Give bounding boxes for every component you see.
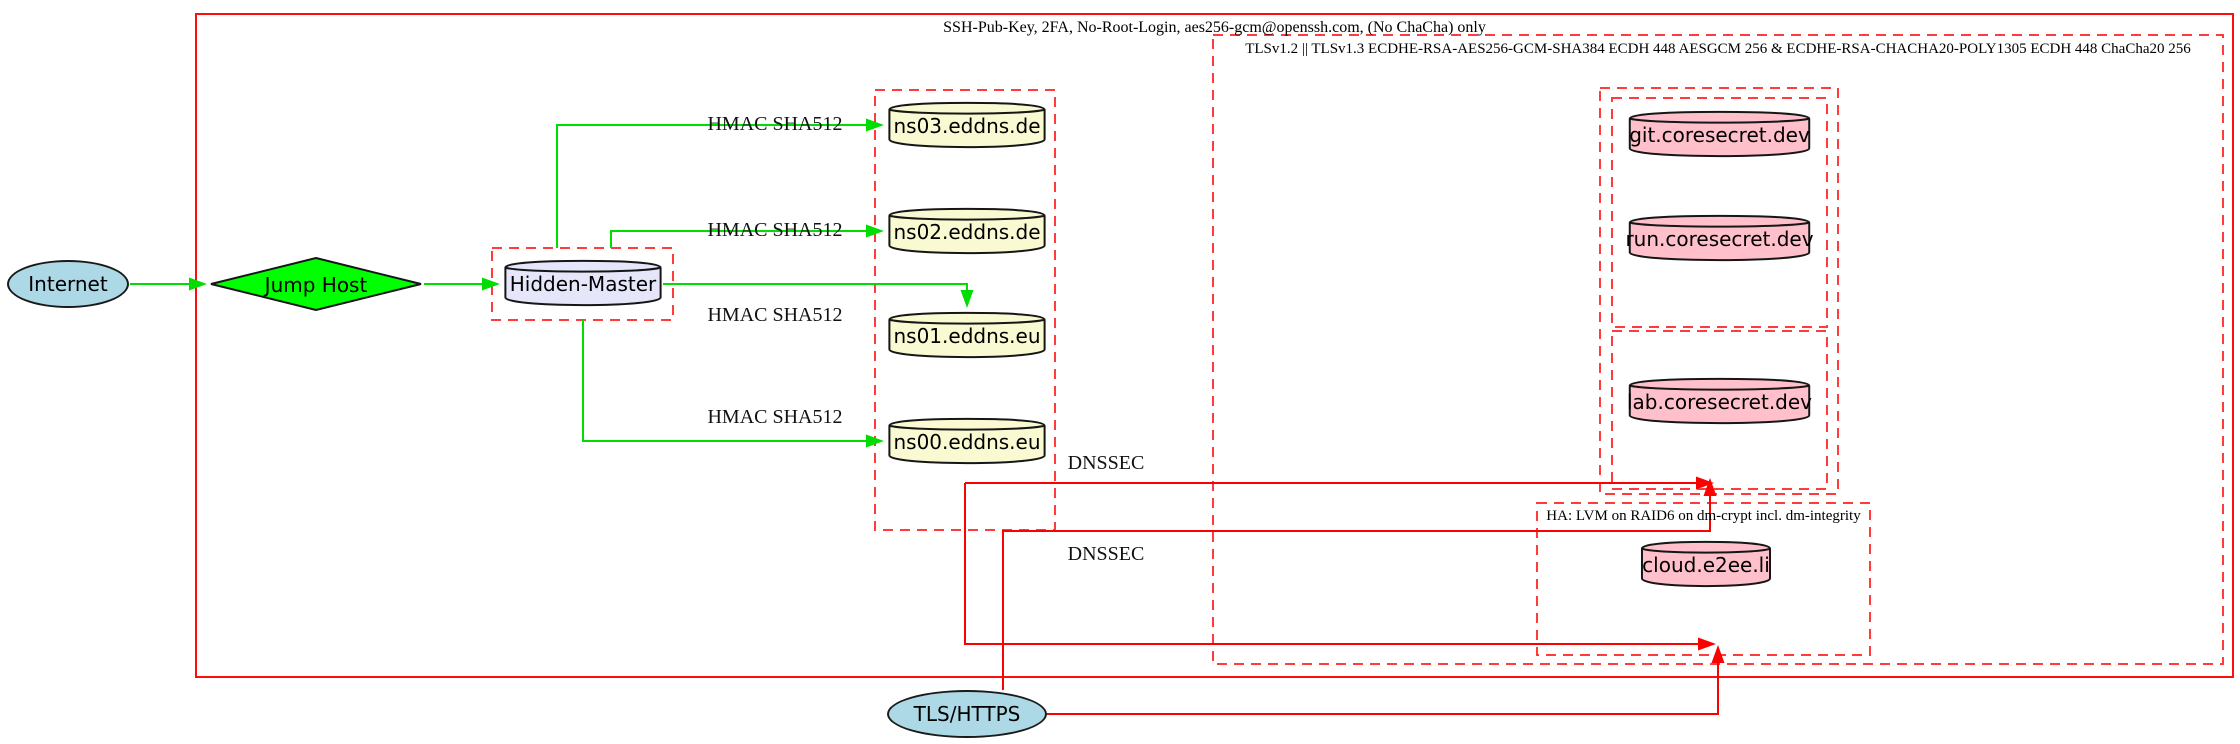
node-cloud: cloud.e2ee.li: [1640, 540, 1772, 588]
node-internet: Internet: [7, 260, 129, 308]
cylinder-shape: [887, 101, 1047, 149]
ssh-cluster-label: SSH-Pub-Key, 2FA, No-Root-Login, aes256-…: [943, 19, 1486, 36]
ha-cluster-label: HA: LVM on RAID6 on dm-crypt incl. dm-in…: [1546, 508, 1861, 524]
node-ns03: ns03.eddns.de: [887, 101, 1047, 149]
node-ns02: ns02.eddns.de: [887, 207, 1047, 255]
ha-cluster-box: [1536, 502, 1871, 656]
cylinder-shape: [1640, 540, 1772, 588]
tls-cluster-label: TLSv1.2 || TLSv1.3 ECDHE-RSA-AES256-GCM-…: [1245, 41, 2191, 57]
node-lab-label: lab.coresecret.dev: [1626, 390, 1813, 414]
arrowhead-ns00: [866, 434, 884, 448]
arrowhead-hiddenmaster: [482, 277, 500, 291]
coresecret-gitrun-cluster-box: [1611, 97, 1828, 328]
node-git-label: git.coresecret.dev: [1629, 123, 1810, 147]
cylinder-shape: [503, 259, 663, 307]
node-tls-https-label: TLS/HTTPS: [913, 702, 1021, 726]
edge-label-hmac-ns02: HMAC SHA512: [707, 219, 843, 241]
arrowhead-tls-ha: [1711, 645, 1725, 663]
node-jump-host: Jump Host: [209, 257, 423, 311]
node-tls-https: TLS/HTTPS: [887, 690, 1047, 738]
node-internet-label: Internet: [28, 272, 108, 296]
node-ns03-label: ns03.eddns.de: [893, 114, 1041, 138]
node-cloud-label: cloud.e2ee.li: [1642, 553, 1770, 577]
edge-dnssec-lower: [964, 483, 1698, 645]
edge-label-hmac-ns03: HMAC SHA512: [707, 113, 843, 135]
arrowhead-ns01: [960, 290, 974, 308]
cylinder-shape: [1627, 377, 1812, 425]
cylinder-shape: [1627, 214, 1812, 262]
eddns-cluster-box: [874, 89, 1056, 531]
edge-label-dnssec-lower: DNSSEC: [1067, 543, 1145, 565]
edge-hmac-ns01: [663, 283, 968, 290]
arrowhead-tls-coresecret: [1703, 478, 1717, 496]
cylinder-shape: [887, 311, 1047, 359]
node-ns01: ns01.eddns.eu: [887, 311, 1047, 359]
edge-label-dnssec-upper: DNSSEC: [1067, 452, 1145, 474]
edge-hmac-ns03: [556, 124, 866, 248]
arrowhead-ns03: [866, 118, 884, 132]
edge-hmac-ns00: [582, 320, 866, 442]
edge-hmac-ns02: [610, 230, 866, 248]
node-hidden-master: Hidden-Master: [503, 259, 663, 307]
edge-tls-ha: [1046, 663, 1719, 715]
diamond-shape: [209, 257, 423, 311]
node-ns01-label: ns01.eddns.eu: [893, 324, 1041, 348]
node-run: run.coresecret.dev: [1625, 214, 1814, 262]
node-ns00-label: ns00.eddns.eu: [893, 430, 1041, 454]
edge-tls-coresecret: [1002, 496, 1711, 690]
cylinder-shape: [887, 417, 1047, 465]
node-run-label: run.coresecret.dev: [1625, 227, 1814, 251]
edge-label-hmac-ns01: HMAC SHA512: [707, 304, 843, 326]
arrowhead-ns02: [866, 224, 884, 238]
arrowhead-dnssec-upper: [1696, 476, 1714, 490]
cylinder-shape: [1627, 110, 1812, 158]
node-ns02-label: ns02.eddns.de: [893, 220, 1041, 244]
arrowhead-dnssec-lower: [1698, 637, 1716, 651]
node-git: git.coresecret.dev: [1627, 110, 1812, 158]
ssh-cluster-box: [195, 13, 2234, 678]
node-hidden-master-label: Hidden-Master: [509, 272, 657, 296]
edge-label-hmac-ns00: HMAC SHA512: [707, 406, 843, 428]
coresecret-lab-cluster-box: [1611, 330, 1828, 490]
coresecret-outer-cluster-box: [1599, 87, 1839, 495]
node-ns00: ns00.eddns.eu: [887, 417, 1047, 465]
cylinder-shape: [887, 207, 1047, 255]
node-jump-host-label: Jump Host: [264, 273, 368, 297]
node-lab: lab.coresecret.dev: [1627, 377, 1812, 425]
arrowhead-jumphost: [189, 277, 207, 291]
